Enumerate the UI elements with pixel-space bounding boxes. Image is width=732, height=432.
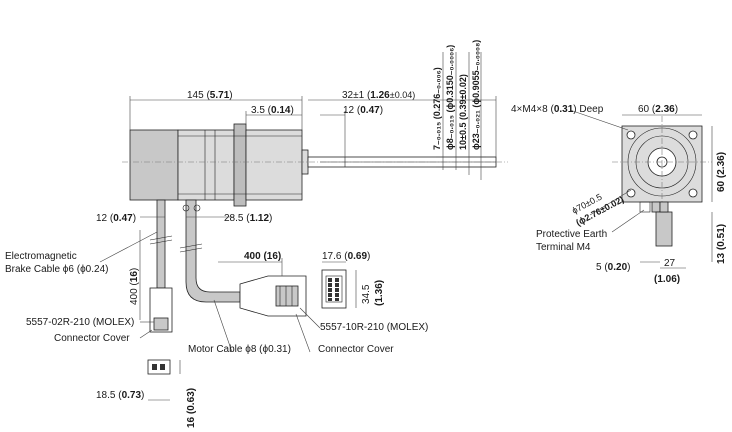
- dim-400-brake: 400 (16): [129, 268, 140, 305]
- dim-145: 145 (5.71): [187, 90, 233, 101]
- dim-12-top: 12 (0.47): [343, 105, 383, 116]
- dim-60-top: 60 (2.36): [638, 104, 678, 115]
- dim-28-5: 28.5 (1.12): [224, 213, 272, 224]
- connector-end-view-2p: [147, 359, 171, 375]
- dim-shaft-8: ϕ8₋₀.₀₁₅ (ϕ0.3150₋₀.₀₀₀₆): [445, 45, 455, 150]
- label-protective-earth-1: Protective Earth: [536, 229, 607, 240]
- dim-1-06: (1.06): [654, 274, 680, 285]
- dim-12-left: 12 (0.47): [96, 213, 136, 224]
- label-connector-10p: 5557-10R-210 (MOLEX): [320, 322, 428, 333]
- dim-key-7: 7₋₀.₀₁₅ (0.276₋₀.₀₀₆): [432, 67, 442, 150]
- brake-body: [129, 129, 179, 201]
- dim-18-5: 18.5 (0.73): [96, 390, 144, 401]
- label-connector-cover-2: Connector Cover: [318, 344, 394, 355]
- dim-17-6: 17.6 (0.69): [322, 251, 370, 262]
- front-cable: [655, 211, 673, 247]
- label-connector-2p: 5557-02R-210 (MOLEX): [26, 317, 134, 328]
- motor-connector: [275, 285, 299, 307]
- motor-front-view: [612, 116, 712, 247]
- label-connector-cover-1: Connector Cover: [54, 333, 130, 344]
- dim-34-5: 34.5: [361, 284, 372, 304]
- dim-pilot-23: ϕ23₋₀.₀₂₁ (ϕ0.9055₋₀.₀₀₀₈): [471, 40, 481, 150]
- dim-32: 32±1 (1.26±0.04): [342, 90, 415, 101]
- label-protective-earth-2: Terminal M4: [536, 242, 591, 253]
- dim-400-motor: 400 (16): [244, 251, 281, 262]
- cables-side: [149, 199, 307, 333]
- dim-holes: 4×M4×8 (0.31) Deep: [511, 104, 604, 115]
- front-body: [245, 129, 303, 201]
- dim-13: 13 (0.51): [716, 224, 727, 264]
- dim-16: 16 (0.63): [186, 388, 197, 428]
- motor-side-view: [122, 123, 508, 207]
- label-motor-cable: Motor Cable ϕ8 (ϕ0.31): [188, 344, 291, 355]
- dim-10: 10±0.5 (0.39±0.02): [458, 74, 468, 150]
- callout-texts: Electromagnetic Brake Cable ϕ6 (ϕ0.24) 5…: [5, 229, 607, 355]
- label-brake-2: Brake Cable ϕ6 (ϕ0.24): [5, 264, 108, 275]
- brake-cable: [156, 199, 166, 289]
- dimension-lines: [99, 52, 713, 401]
- label-brake-1: Electromagnetic: [5, 251, 77, 262]
- dim-1-36: (1.36): [374, 280, 385, 306]
- dim-60-side: 60 (2.36): [716, 152, 727, 192]
- dim-27: 27: [664, 258, 676, 269]
- dim-3-5: 3.5 (0.14): [251, 105, 294, 116]
- dim-5: 5 (0.20): [596, 262, 630, 273]
- motor-body: [177, 129, 235, 201]
- connector-end-view-10p: [321, 269, 347, 309]
- brake-connector-cover: [153, 317, 169, 331]
